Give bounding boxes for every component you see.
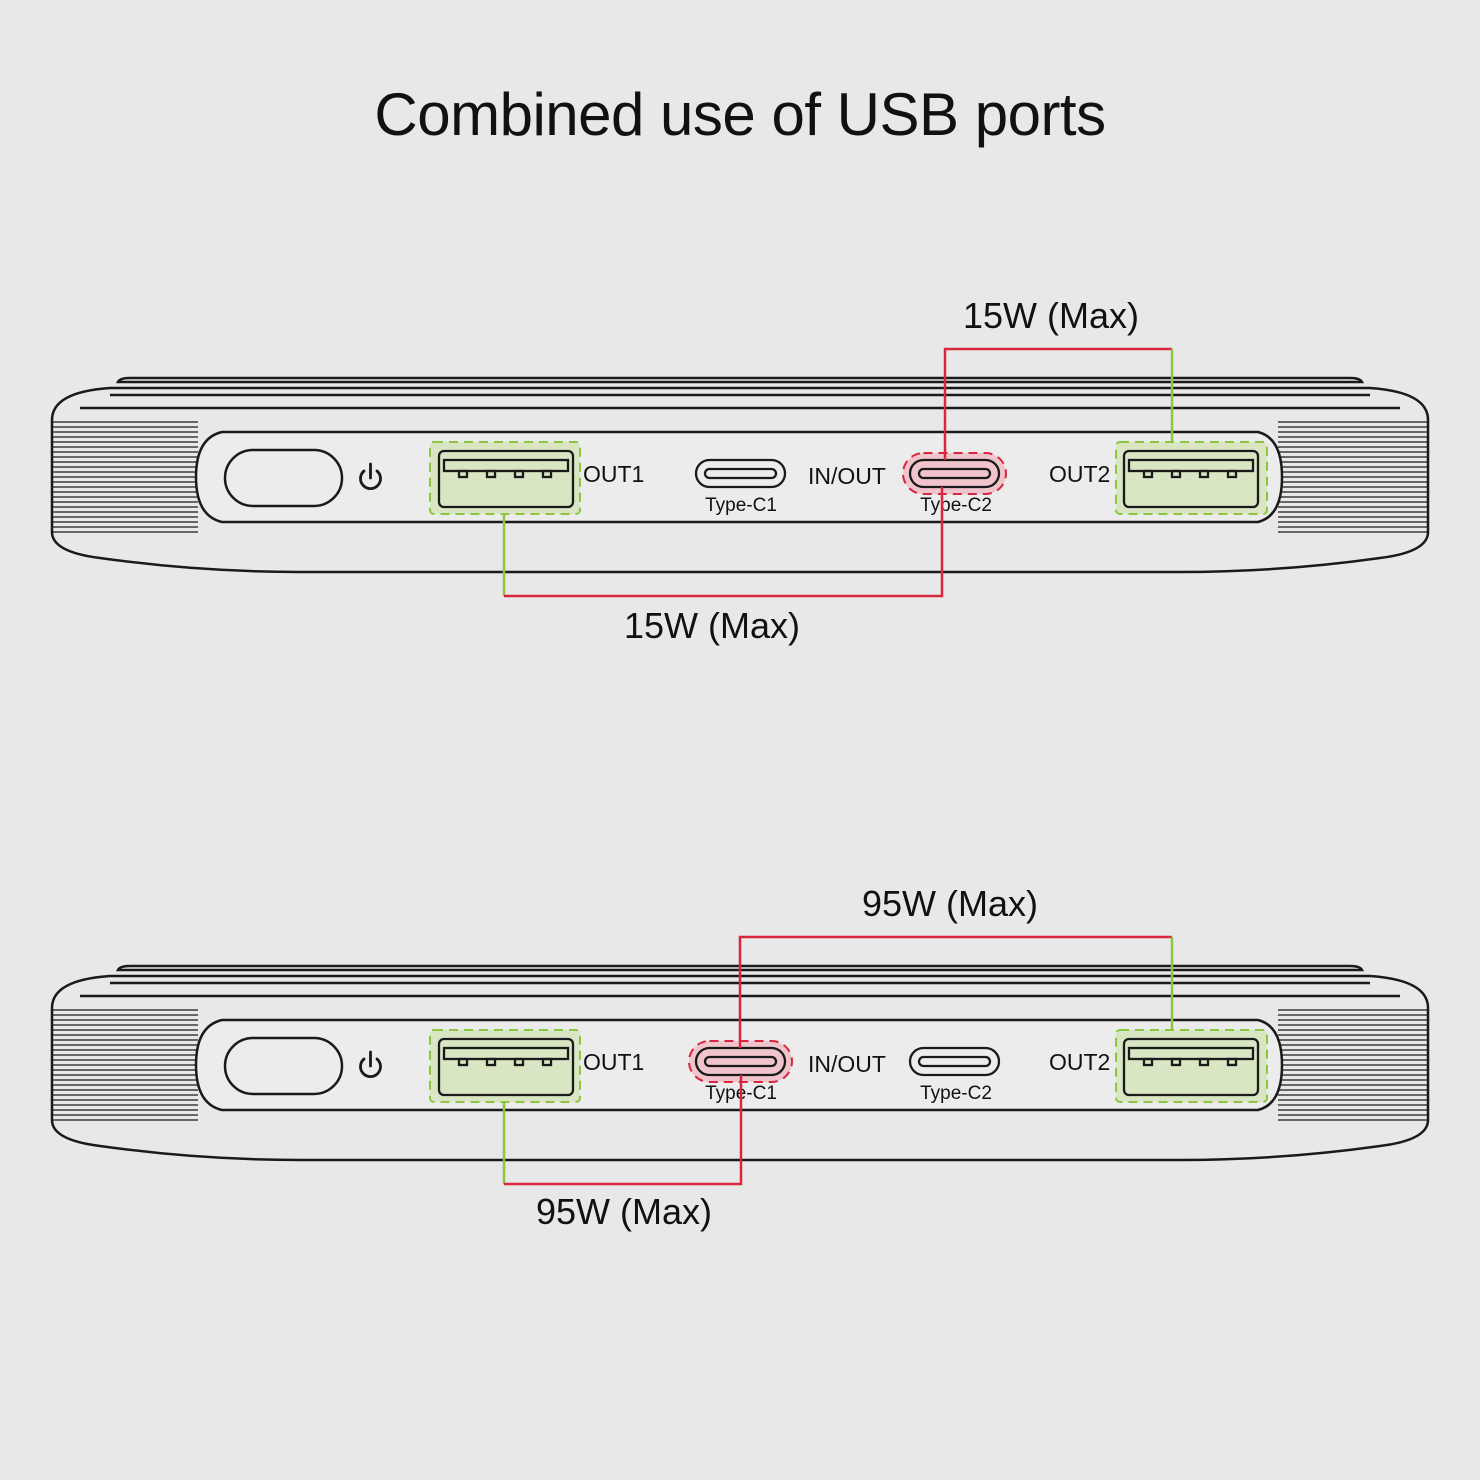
usb-a-port-icon [1122, 1037, 1260, 1097]
out1-highlight [429, 441, 581, 515]
side-ridges-left [52, 1009, 198, 1121]
out2-highlight [1115, 441, 1268, 515]
power-icon [359, 1050, 382, 1078]
label-out1: OUT1 [583, 1049, 644, 1075]
side-ridges-left [52, 421, 198, 533]
type-c2-highlight[interactable] [902, 452, 1007, 495]
usb-a-port-icon [437, 1037, 575, 1097]
power-label-bottom: 15W (Max) [624, 605, 800, 646]
usb-c-port-icon [694, 458, 787, 489]
power-button [223, 448, 344, 508]
label-in-out: IN/OUT [808, 463, 886, 489]
power-label-top: 95W (Max) [862, 883, 1038, 924]
connector-top [943, 347, 1174, 460]
scenario-type-c1: OUT1 Type-C1 IN/OUT Type-C2 OUT2 95W (Ma… [50, 883, 1430, 1232]
power-label-top: 15W (Max) [963, 295, 1139, 336]
side-ridges-right [1278, 1009, 1428, 1121]
connector-top [738, 935, 1174, 1048]
connector-bottom [502, 487, 944, 598]
out2-highlight [1115, 1029, 1268, 1103]
power-label-bottom: 95W (Max) [536, 1191, 712, 1232]
scenario-type-c2: OUT1 Type-C1 IN/OUT Type-C2 OUT2 15W (Ma… [50, 295, 1430, 646]
usb-c-port-icon [908, 1046, 1001, 1077]
label-type-c2: Type-C2 [920, 1083, 992, 1104]
label-in-out: IN/OUT [808, 1051, 886, 1077]
label-out1: OUT1 [583, 461, 644, 487]
usb-a-port-icon [1122, 449, 1260, 509]
diagram-title: Combined use of USB ports [374, 81, 1106, 148]
label-out2: OUT2 [1049, 461, 1110, 487]
label-out2: OUT2 [1049, 1049, 1110, 1075]
out1-highlight [429, 1029, 581, 1103]
usb-c-port-icon [908, 458, 1001, 489]
label-type-c1: Type-C1 [705, 495, 777, 516]
side-ridges-right [1278, 421, 1428, 533]
power-button [223, 1036, 344, 1096]
connector-bottom [502, 1075, 743, 1186]
label-type-c2: Type-C2 [920, 495, 992, 516]
power-icon [359, 462, 382, 490]
usb-a-port-icon [437, 449, 575, 509]
